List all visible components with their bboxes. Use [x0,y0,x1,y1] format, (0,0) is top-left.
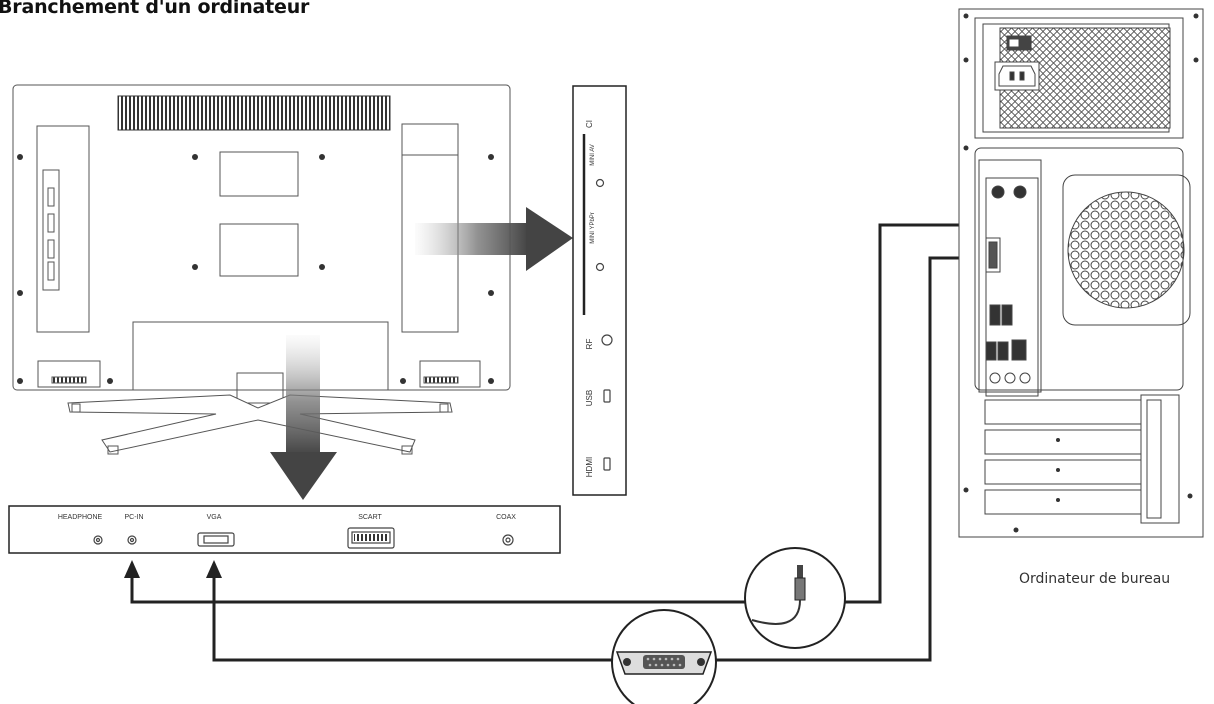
vga-cable [206,256,975,662]
port-label-pc-in: PC-IN [124,514,143,521]
audio-cable [124,223,975,604]
port-label-coax: COAX [496,514,516,521]
side-panel-labels: CI MINI AV MINI YPbPr RF USB HDMI [585,120,596,477]
desktop-computer-caption: Ordinateur de bureau [1019,571,1171,587]
arrow-to-bottom-panel [270,335,337,500]
tv-rear-view [12,84,511,455]
audio-jack-zoom [744,547,846,649]
side-port-label-ci: CI [585,120,594,128]
side-port-label-rf: RF [585,339,594,350]
side-port-label-mini-ypbpr: MINI YPbPr [590,212,596,244]
port-label-scart: SCART [358,514,382,521]
port-label-vga: VGA [207,514,222,521]
tv-side-panel [572,85,627,496]
port-label-headphone: HEADPHONE [58,514,103,521]
diagram-title: Branchement d'un ordinateur [0,0,310,18]
desktop-computer [958,8,1204,538]
arrow-to-side-panel [415,207,573,271]
bottom-panel-labels: HEADPHONE PC-IN VGA SCART COAX [58,514,516,521]
side-port-label-usb: USB [585,390,594,406]
side-port-label-hdmi: HDMI [585,457,594,477]
tv-bottom-panel [8,505,561,554]
side-port-label-mini-av: MINI AV [590,144,596,166]
vga-connector-zoom [611,609,717,704]
